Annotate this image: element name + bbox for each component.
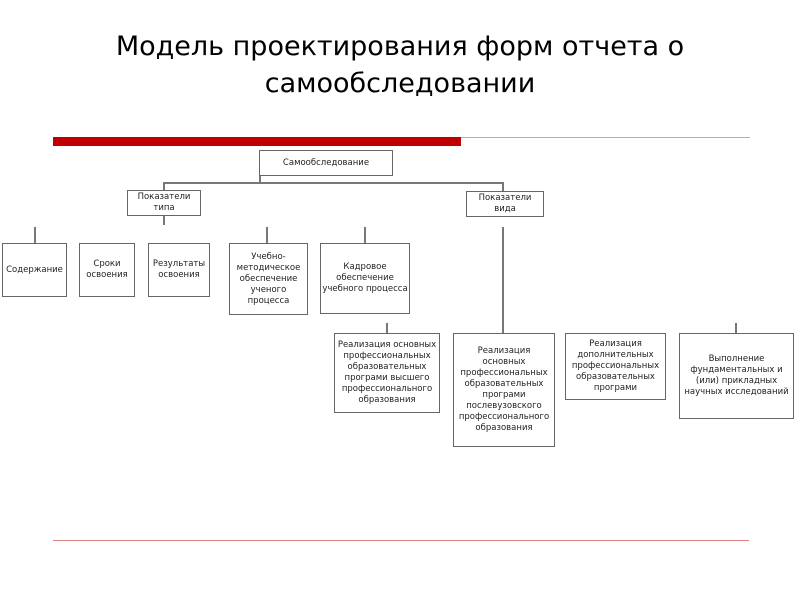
node-research: Выполнение фундаментальных и (или) прикл… (679, 333, 794, 419)
connector-line (34, 227, 36, 243)
node-additional-programs: Реализация дополнительных профессиональн… (565, 333, 666, 400)
node-postgraduate-education: Реализация основных профессиональных обр… (453, 333, 555, 447)
connector-line (163, 182, 504, 184)
connector-line (163, 182, 165, 191)
node-root: Самообследование (259, 150, 393, 176)
node-methodical-support: Учебно-методическое обеспечение ученого … (229, 243, 308, 315)
connector-line (163, 216, 165, 225)
node-staffing: Кадровое обеспечение учебного процесса (320, 243, 410, 314)
connector-line (502, 182, 504, 191)
node-content: Содержание (2, 243, 67, 297)
node-terms: Сроки освоения (79, 243, 135, 297)
connector-line (386, 323, 388, 333)
accent-bar (53, 137, 461, 146)
node-results: Результаты освоения (148, 243, 210, 297)
connector-line (364, 227, 366, 243)
connector-line (266, 227, 268, 243)
connector-line (735, 323, 737, 333)
node-higher-education: Реализация основных профессиональных обр… (334, 333, 440, 413)
connector-line (502, 227, 504, 333)
slide-title: Модель проектирования форм отчета о само… (115, 31, 685, 99)
bottom-divider (53, 540, 749, 541)
node-type-indicators: Показатели типа (127, 190, 201, 216)
node-kind-indicators: Показатели вида (466, 191, 544, 217)
connector-line (259, 170, 261, 183)
top-divider (461, 137, 750, 138)
